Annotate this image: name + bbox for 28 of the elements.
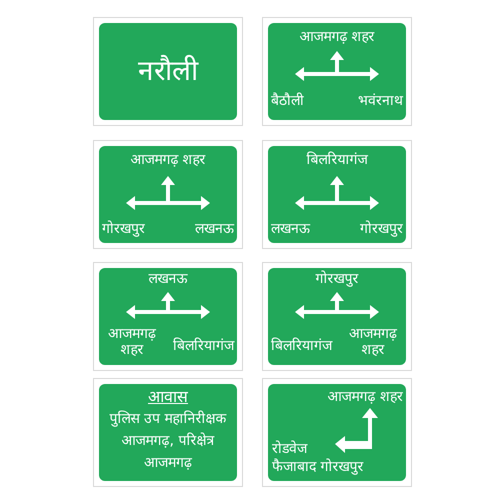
destination-label: आजमगढ़ शहर: [129, 152, 207, 168]
road-sign: [268, 23, 406, 120]
destination-label: आजमगढ़ शहर: [348, 326, 398, 358]
destination-label: बिलरियागंज: [306, 152, 370, 168]
sign-text: पुलिस उप महानिरीक्षक आजमगढ़, परिक्षेत्र आजमगढ़: [108, 410, 228, 473]
destination-label: लखनऊ: [148, 271, 189, 287]
destination-label: बैठौली: [271, 93, 304, 109]
destination-label: लखनऊ: [271, 221, 310, 237]
destination-label: भवंरनाथ: [358, 93, 403, 109]
road-sign: [268, 384, 406, 481]
road-sign: [268, 268, 406, 365]
destination-label: गोरखपुर: [102, 221, 145, 237]
destination-label: आजमगढ़ शहर: [328, 389, 403, 405]
destination-label: रोडवेज फैजाबाद गोरखपुर: [272, 440, 364, 476]
road-sign: [99, 384, 237, 481]
place-name: नरौली: [137, 55, 200, 87]
road-sign: [99, 23, 237, 120]
destination-label: गोरखपुर: [360, 221, 403, 237]
road-sign: [99, 146, 237, 243]
destination-label: बिलरियागंज: [173, 338, 234, 354]
destination-label: बिलरियागंज: [271, 338, 332, 354]
road-sign: [268, 146, 406, 243]
destination-label: आजमगढ़ शहर: [298, 29, 376, 45]
sign-heading: आवास: [147, 387, 189, 406]
destination-label: गोरखपुर: [314, 271, 360, 287]
road-sign: [99, 268, 237, 365]
destination-label: लखनऊ: [195, 221, 234, 237]
destination-label: आजमगढ़ शहर: [107, 326, 158, 358]
